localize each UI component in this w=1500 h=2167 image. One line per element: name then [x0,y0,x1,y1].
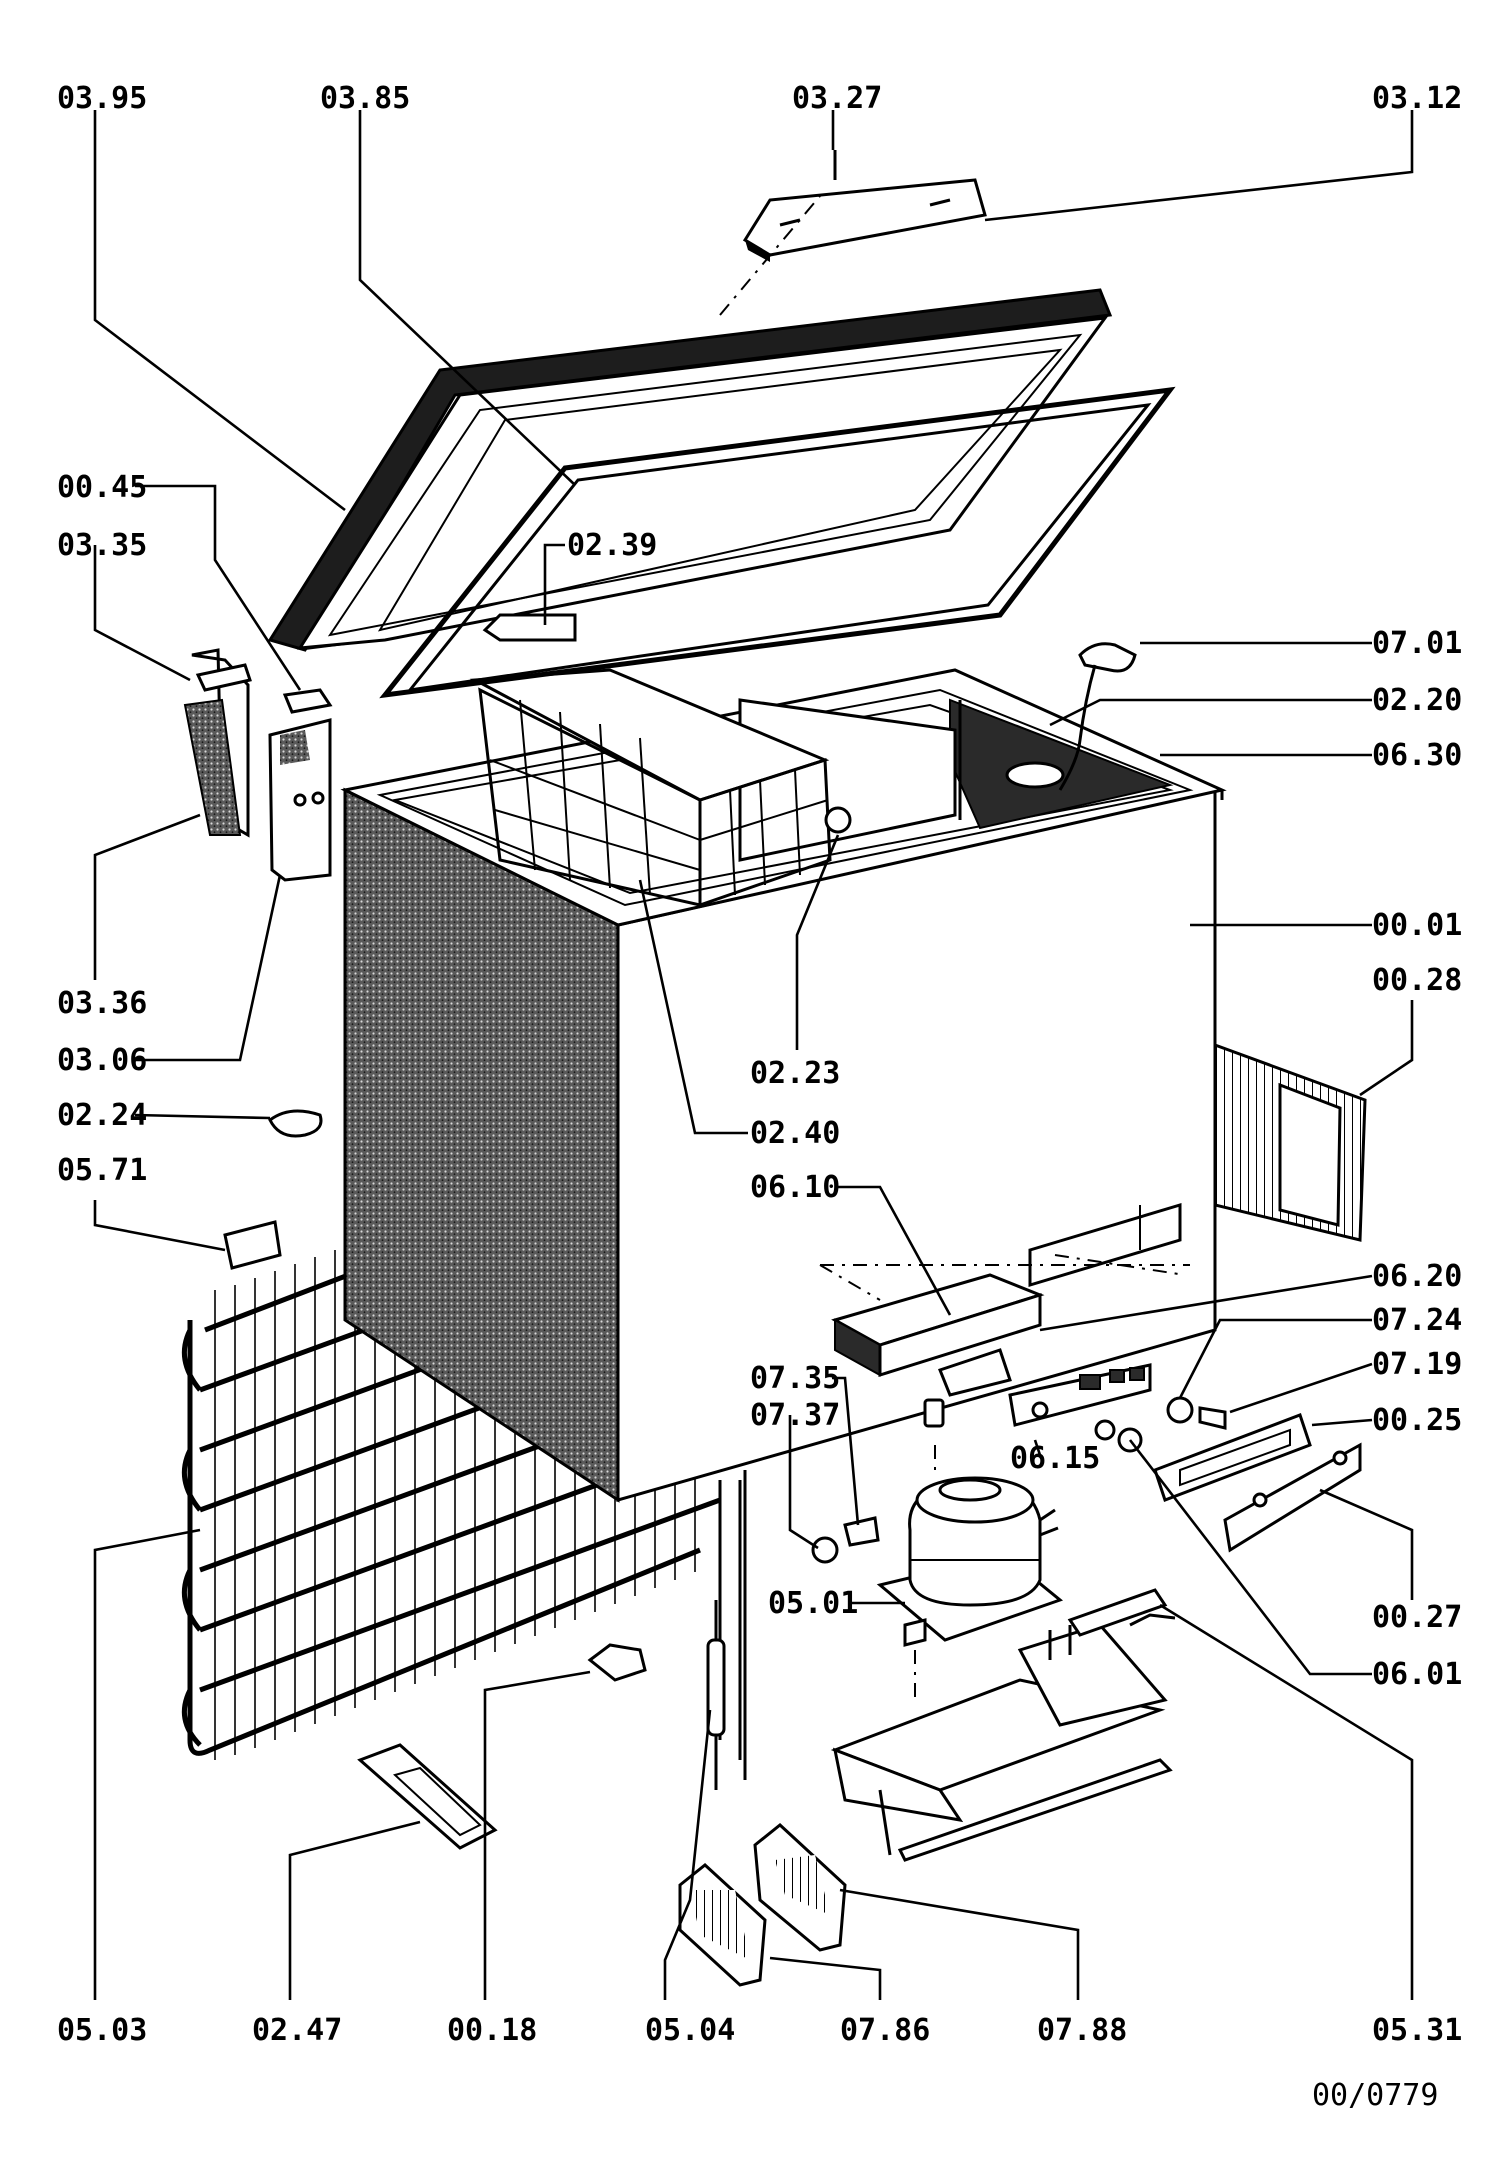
part-label: 05.71 [57,1153,147,1188]
power-cord [1058,642,1137,791]
part-label: 06.20 [1372,1259,1462,1294]
part-label: 07.88 [1037,2013,1127,2048]
rear-grille [1213,1042,1367,1242]
part-label: 03.27 [792,81,882,116]
part-label: 00.18 [447,2013,537,2048]
part-label: 03.95 [57,81,147,116]
hinge-parts [183,648,333,882]
lid [267,288,1113,652]
part-label: 02.47 [252,2013,342,2048]
part-label: 02.23 [750,1056,840,1091]
part-label: 00.25 [1372,1403,1462,1438]
clip [587,1643,647,1682]
thermostat-switch [938,1348,1012,1397]
drawing-number: 00/0779 [1312,2078,1438,2113]
part-label: 02.24 [57,1098,147,1133]
part-labels: 03.95 03.85 03.27 03.12 00.45 03.35 02.3… [57,81,1462,2113]
part-label: 07.19 [1372,1347,1462,1382]
thermostat-box [819,1264,1045,1378]
part-label: 02.39 [567,528,657,563]
part-label: 02.20 [1372,683,1462,718]
drain-tray [357,1743,498,1850]
part-label: 03.06 [57,1043,147,1078]
lamp-holder [1008,1363,1152,1427]
part-label: 07.35 [750,1361,840,1396]
drain-plug [824,806,852,834]
part-label: 05.31 [1372,2013,1462,2048]
part-label: 03.12 [1372,81,1462,116]
part-label: 03.85 [320,81,410,116]
compressor [876,1476,1064,1700]
catch [268,1109,323,1138]
part-label: 07.01 [1372,626,1462,661]
bracket-small [223,1220,282,1270]
lid-bracket [482,613,577,642]
lid-handle [719,178,987,316]
part-label: 03.35 [57,528,147,563]
part-label: 07.86 [840,2013,930,2048]
knob-small [1094,1419,1116,1441]
part-label: 00.01 [1372,908,1462,943]
condenser-coil [181,1124,747,1780]
part-label: 00.27 [1372,1600,1462,1635]
control-panel [1153,1413,1362,1553]
part-label: 02.40 [750,1116,840,1151]
filter-drier [706,1600,726,1790]
part-label: 05.03 [57,2013,147,2048]
compressor-base-frame [830,1588,1176,1862]
relay-parts [811,1398,945,1564]
part-label: 07.37 [750,1398,840,1433]
part-label: 06.15 [1010,1441,1100,1476]
part-label: 05.04 [645,2013,735,2048]
part-label: 07.24 [1372,1303,1462,1338]
part-label: 06.10 [750,1170,840,1205]
part-label: 05.01 [768,1586,858,1621]
part-label: 00.28 [1372,963,1462,998]
indicator-lamp [1166,1396,1194,1424]
leader-lines [93,110,1414,2000]
part-label: 06.01 [1372,1657,1462,1692]
part-label: 00.45 [57,470,147,505]
lid-gasket [379,386,1176,699]
part-label: 06.30 [1372,738,1462,773]
relay-covers [678,1823,847,1987]
part-label: 03.36 [57,986,147,1021]
lamp-lens [1198,1406,1227,1430]
cabinet-body [340,668,1227,1503]
